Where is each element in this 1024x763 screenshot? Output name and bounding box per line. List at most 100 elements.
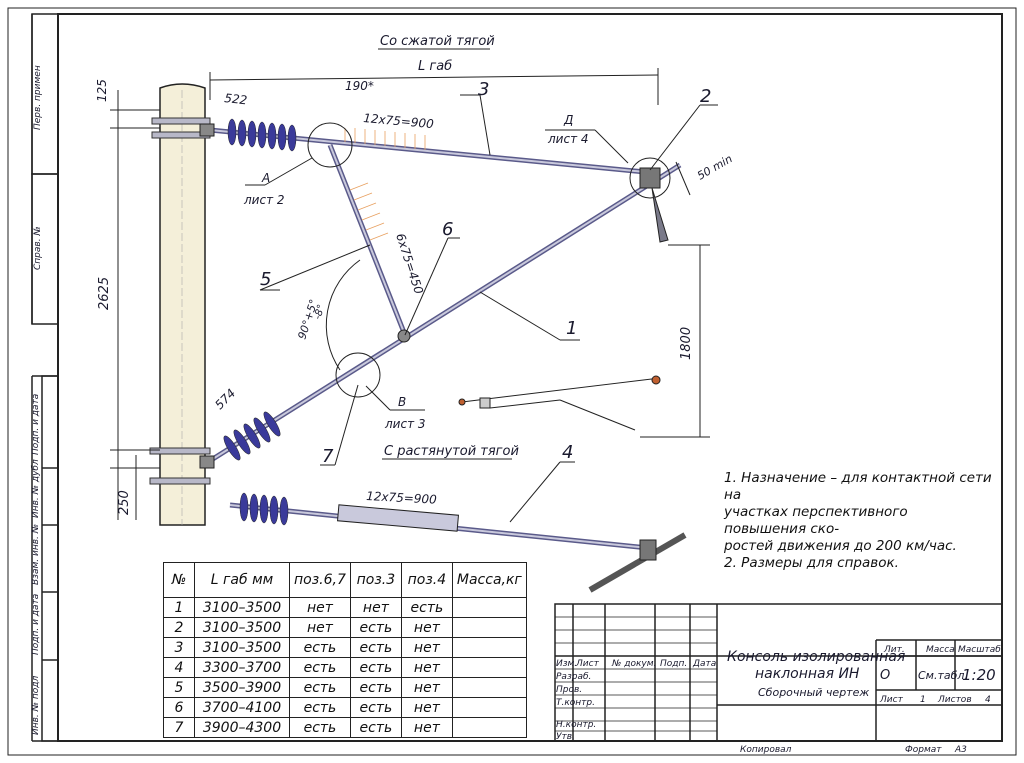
dim-1800-label: 1800 bbox=[679, 327, 694, 360]
pos-7: 7 bbox=[322, 446, 334, 467]
upper-rod bbox=[199, 118, 646, 175]
l-gab-label: L габ bbox=[418, 59, 452, 74]
svg-text:Масса: Масса bbox=[926, 645, 955, 655]
doc-type: Сборочный чертеж bbox=[758, 686, 869, 699]
svg-text:Взам. инв. №: Взам. инв. № bbox=[31, 524, 41, 585]
col-mass: Масса,кг bbox=[451, 562, 527, 598]
svg-text:Н.контр.: Н.контр. bbox=[556, 720, 596, 730]
pos-1: 1 bbox=[566, 318, 577, 339]
pos-3: 3 bbox=[478, 79, 489, 100]
svg-text:Листов: Листов bbox=[937, 695, 972, 705]
strut bbox=[327, 144, 408, 336]
svg-text:Т.контр.: Т.контр. bbox=[556, 698, 595, 708]
svg-text:№ докум.: № докум. bbox=[611, 659, 656, 669]
col-pos67: поз.6,7 bbox=[289, 562, 351, 598]
pos-5: 5 bbox=[260, 269, 271, 290]
dim-2625: 2625 bbox=[97, 277, 112, 310]
dim-190: 190* bbox=[345, 79, 374, 93]
registration-arm bbox=[458, 375, 661, 431]
col-pos4: поз.4 bbox=[400, 562, 453, 598]
dim-12x75-top: 12х75=900 bbox=[363, 111, 435, 131]
side-stamp bbox=[31, 13, 59, 742]
svg-text:В: В bbox=[398, 395, 406, 409]
col-num: № bbox=[163, 562, 195, 598]
svg-text:Утв.: Утв. bbox=[556, 732, 575, 742]
drawing-notes: 1. Назначение – для контактной сети на у… bbox=[724, 470, 994, 572]
title-top: Со сжатой тягой bbox=[380, 34, 495, 49]
side-stamp-labels: Перв. примен Справ. № Подп. и дата Инв. … bbox=[31, 65, 43, 735]
variants-table: № L габ мм поз.6,7 поз.3 поз.4 Масса,кг … bbox=[163, 562, 527, 738]
table-header-row: № L габ мм поз.6,7 поз.3 поз.4 Масса,кг bbox=[163, 562, 527, 598]
title-bottom: С растянутой тягой bbox=[384, 444, 519, 459]
view-b-circle bbox=[335, 352, 381, 398]
svg-text:Дата: Дата bbox=[692, 659, 716, 669]
svg-text:Инв. № дубл: Инв. № дубл bbox=[31, 459, 41, 518]
svg-text:Изм.: Изм. bbox=[556, 659, 577, 669]
svg-text:Д: Д bbox=[563, 113, 573, 127]
svg-text:См.табл.: См.табл. bbox=[918, 669, 968, 682]
title-block-grid bbox=[554, 603, 1003, 742]
svg-text:Копировал: Копировал bbox=[740, 745, 792, 755]
right-fitting bbox=[629, 157, 691, 243]
svg-text:О: О bbox=[880, 668, 890, 683]
dim-vertical-left bbox=[110, 90, 160, 520]
svg-text:Подп. и дата: Подп. и дата bbox=[31, 394, 41, 455]
note-line: 1. Назначение – для контактной сети на bbox=[724, 470, 992, 503]
dim-l-gab bbox=[209, 68, 659, 105]
svg-text:Масштаб: Масштаб bbox=[958, 645, 1001, 655]
col-pos3: поз.3 bbox=[349, 562, 402, 598]
svg-text:лист 3: лист 3 bbox=[384, 417, 426, 431]
dim-250: 250 bbox=[117, 490, 132, 515]
dim-6x75: 6х75=450 bbox=[393, 232, 426, 297]
svg-text:Подп.: Подп. bbox=[660, 659, 687, 669]
svg-text:А: А bbox=[261, 171, 270, 185]
pos-6: 6 bbox=[442, 219, 453, 240]
note-line: ростей движения до 200 км/час. bbox=[724, 538, 957, 554]
svg-text:Лист: Лист bbox=[575, 659, 600, 669]
outer-frame bbox=[7, 7, 1017, 756]
svg-text:Лит.: Лит. bbox=[883, 645, 905, 655]
bottom-rod bbox=[229, 492, 687, 593]
title-block-labels: Изм. Лист № докум. Подп. Дата Разраб. Пр… bbox=[556, 645, 1001, 755]
note-line: 2. Размеры для справок. bbox=[724, 555, 899, 571]
svg-text:Лист: Лист bbox=[879, 695, 904, 705]
dim-50: 50 min bbox=[695, 152, 735, 182]
note-line: участках перспективного повышения ско- bbox=[724, 504, 908, 537]
view-a-circle bbox=[307, 122, 353, 168]
svg-text:Пров.: Пров. bbox=[556, 685, 582, 695]
pos-2: 2 bbox=[700, 86, 711, 107]
svg-text:1: 1 bbox=[920, 695, 926, 705]
svg-text:лист 4: лист 4 bbox=[547, 132, 589, 146]
svg-text:4: 4 bbox=[985, 695, 991, 705]
svg-text:1:20: 1:20 bbox=[962, 666, 996, 684]
dim-12x75-bottom: 12х75=900 bbox=[366, 489, 438, 507]
svg-text:Подп. и дата: Подп. и дата bbox=[31, 594, 41, 655]
svg-text:Перв. примен: Перв. примен bbox=[33, 65, 43, 130]
dim-125: 125 bbox=[95, 79, 109, 102]
pos-4: 4 bbox=[562, 442, 573, 463]
position-numbers: 3 2 1 6 5 7 4 bbox=[260, 79, 711, 467]
title-block-values: О См.табл. 1:20 Консоль изолированная на… bbox=[727, 649, 996, 699]
angle-label-2: -8° bbox=[312, 303, 327, 321]
view-labels: А лист 2 Д лист 4 В лист 3 bbox=[243, 113, 589, 431]
position-leaders bbox=[245, 94, 718, 523]
svg-text:А3: А3 bbox=[954, 745, 967, 755]
col-l-gab: L габ мм bbox=[194, 562, 290, 598]
pole bbox=[149, 83, 211, 526]
dim-574: 574 bbox=[212, 386, 238, 412]
dim-522: 522 bbox=[224, 91, 248, 107]
svg-text:Формат: Формат bbox=[905, 745, 942, 755]
dim-1800 bbox=[640, 244, 710, 438]
svg-text:Инв. № подл: Инв. № подл bbox=[31, 676, 41, 735]
drawing-name-1: Консоль изолированная bbox=[727, 649, 905, 665]
svg-text:Справ. №: Справ. № bbox=[33, 226, 43, 270]
drawing-name-2: наклонная ИН bbox=[755, 666, 860, 682]
